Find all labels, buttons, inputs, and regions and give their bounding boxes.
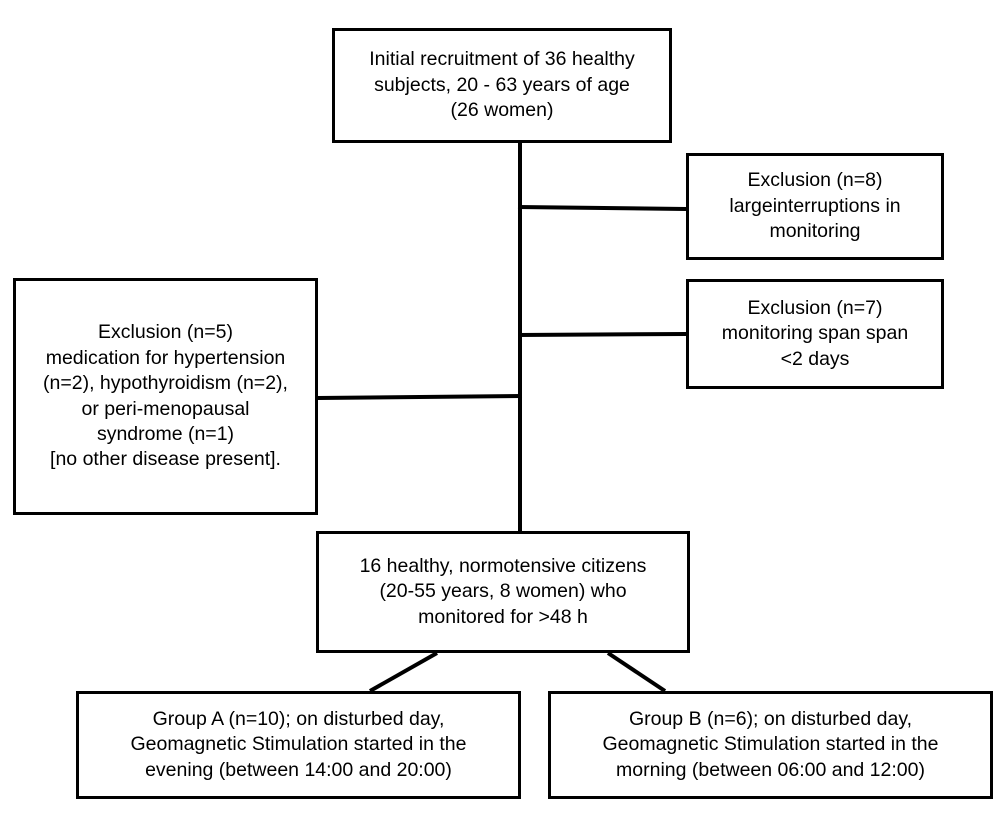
node-exclusion-medication-label: Exclusion (n=5) medication for hypertens… [43, 321, 288, 471]
connector-fork-left-to-group-a [369, 651, 438, 693]
node-included-participants: 16 healthy, normotensive citizens (20-55… [316, 531, 690, 653]
connector-branch-to-exclusion-5 [317, 394, 523, 400]
connector-fork-right-to-group-b [606, 651, 667, 693]
node-initial-recruitment-label: Initial recruitment of 36 healthy subjec… [369, 48, 635, 122]
node-exclusion-medication: Exclusion (n=5) medication for hypertens… [13, 278, 318, 515]
node-group-a: Group A (n=10); on disturbed day, Geomag… [76, 691, 521, 799]
node-initial-recruitment: Initial recruitment of 36 healthy subjec… [332, 28, 672, 143]
connector-branch-to-exclusion-8 [517, 205, 687, 211]
node-exclusion-interruptions-label: Exclusion (n=8) largeinterruptions in mo… [729, 169, 901, 243]
node-exclusion-short-span-label: Exclusion (n=7) monitoring span span <2 … [721, 296, 909, 370]
node-group-b-label: Group B (n=6); on disturbed day, Geomagn… [602, 707, 939, 781]
node-exclusion-short-span: Exclusion (n=7) monitoring span span <2 … [686, 279, 944, 389]
node-included-participants-label: 16 healthy, normotensive citizens (20-55… [359, 554, 647, 628]
node-group-a-label: Group A (n=10); on disturbed day, Geomag… [130, 707, 467, 781]
node-exclusion-interruptions: Exclusion (n=8) largeinterruptions in mo… [686, 153, 944, 260]
connector-branch-to-exclusion-7 [517, 332, 687, 337]
node-group-b: Group B (n=6); on disturbed day, Geomagn… [548, 691, 993, 799]
